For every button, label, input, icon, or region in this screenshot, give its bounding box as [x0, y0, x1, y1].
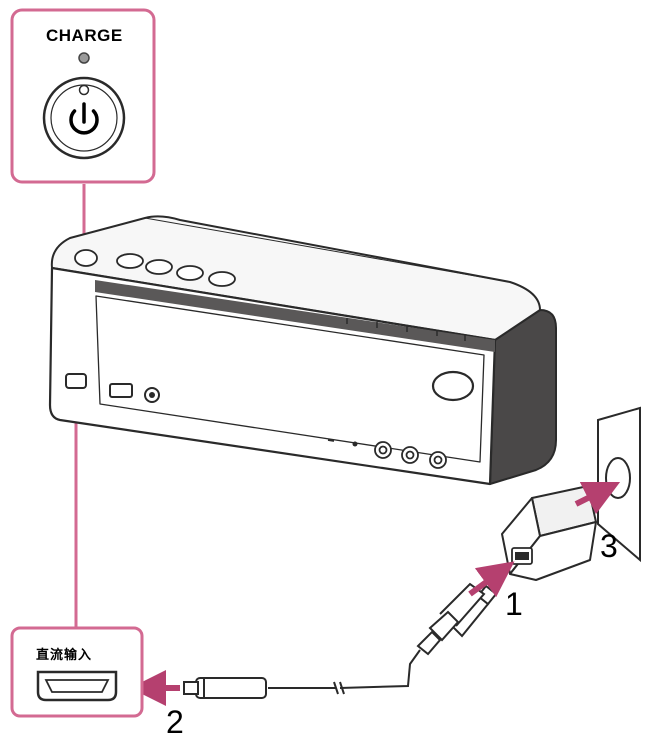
front-jacks: [327, 439, 447, 469]
right-front-button: [431, 370, 475, 402]
front-upper-band: [95, 280, 495, 352]
dc-in-port: [65, 373, 87, 389]
step-number-1: 1: [505, 586, 523, 622]
charge-led-icon: [78, 52, 90, 64]
usb-port-icon: [109, 383, 133, 398]
dcin-inset: [10, 626, 144, 718]
speaker-end-cap: [489, 309, 557, 485]
power-cable: [183, 582, 498, 699]
power-icon: [69, 102, 99, 135]
speaker-front: [48, 266, 497, 486]
arrow-step-1: [468, 561, 515, 598]
rear-ports: [65, 373, 160, 403]
charge-label: CHARGE: [46, 26, 123, 45]
charge-inset: [10, 8, 156, 184]
arrow-step-3: [574, 481, 621, 515]
step-arrows: [130, 481, 621, 706]
speaker: [48, 215, 557, 486]
step-number-3: 3: [600, 528, 618, 564]
dc-in-label: 直流输入: [36, 648, 93, 663]
step-number-2: 2: [166, 704, 184, 740]
top-buttons: [116, 253, 236, 287]
speaker-top: [50, 215, 541, 341]
